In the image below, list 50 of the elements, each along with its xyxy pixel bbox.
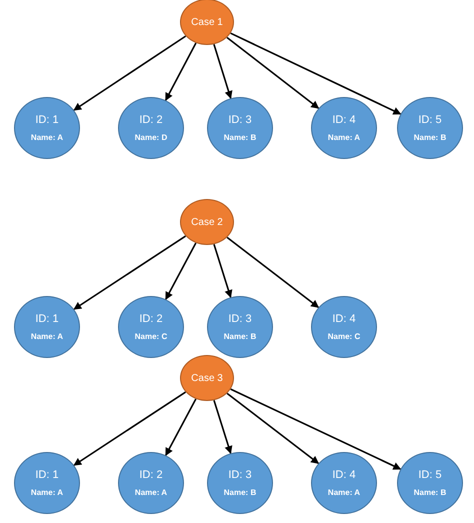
node-title: ID: 2 [139,114,163,127]
arrow [213,400,232,454]
node-detail: Name: B [224,133,256,142]
case-ellipse [180,0,234,45]
arrow [164,42,197,101]
case-ellipse [180,355,234,401]
node-title: ID: 4 [332,469,356,482]
node-title: ID: 3 [228,469,252,482]
node-title: Case 3 [190,372,224,384]
node-detail: Name: A [30,332,64,341]
node-title: Case 1 [190,16,224,28]
record-ellipse [311,452,377,514]
arrow [165,398,197,456]
node-detail: Name: A [30,133,64,142]
node-title: ID: 5 [418,469,442,482]
node-title: ID: 1 [35,313,59,326]
arrow [73,35,186,111]
arrow [226,236,320,308]
arrow [213,44,232,99]
node-detail: Name: A [30,488,64,497]
node-title: ID: 3 [228,313,252,326]
node-detail: Name: A [328,133,360,142]
node-title: ID: 5 [418,114,442,127]
case-ellipse [180,199,234,245]
arrow [73,235,186,310]
node-detail: Name: A [328,488,360,497]
node-detail: Name: B [414,488,446,497]
node-title: ID: 2 [139,313,163,326]
node-title: ID: 1 [35,469,59,482]
node-detail: Name: C [328,332,360,341]
node-detail: Name: B [224,332,256,341]
node-title: ID: 3 [228,114,252,127]
arrow [226,36,320,109]
arrow [226,392,320,464]
record-ellipse [311,97,377,159]
node-title: ID: 4 [332,114,356,127]
node-detail: Name: D [134,133,168,142]
node-title: ID: 2 [139,469,163,482]
node-detail: Name: B [414,133,446,142]
node-title: ID: 4 [332,313,356,326]
arrow [165,242,197,300]
node-detail: Name: A [134,488,168,497]
arrow [213,244,232,298]
arrow [230,32,402,115]
node-title: Case 2 [190,216,224,228]
node-detail: Name: C [134,332,168,341]
arrow [230,388,402,470]
arrow [73,391,186,466]
node-title: ID: 1 [35,114,59,127]
node-detail: Name: B [224,488,256,497]
